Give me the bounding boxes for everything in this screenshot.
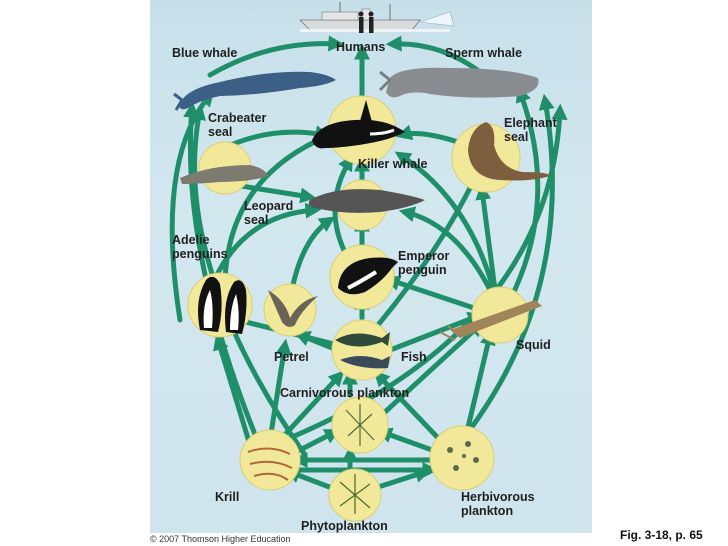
label-herbivorous-plankton: Herbivorous plankton xyxy=(461,490,535,518)
blue-whale-icon xyxy=(173,71,336,111)
figure-reference: Fig. 3-18, p. 65 xyxy=(620,528,703,542)
arrow xyxy=(395,124,461,145)
label-killer-whale: Killer whale xyxy=(358,157,428,171)
arrow xyxy=(507,85,541,303)
arrow xyxy=(190,103,308,458)
food-web-panel: Humans Blue whale Sperm whale Crabeater … xyxy=(150,0,592,533)
petrel-icon xyxy=(268,290,318,327)
arrow xyxy=(475,183,498,293)
krill-icon xyxy=(247,447,293,481)
arrow xyxy=(373,370,443,443)
copyright-text: © 2007 Thomson Higher Education xyxy=(150,534,291,544)
krill-node xyxy=(239,429,301,491)
feeding-arrows xyxy=(169,35,568,491)
arrow xyxy=(375,172,478,328)
arrow xyxy=(372,467,432,491)
label-fish: Fish xyxy=(401,350,427,364)
squid-icon xyxy=(439,300,542,341)
label-blue-whale: Blue whale xyxy=(172,46,238,60)
arrow xyxy=(383,275,483,313)
elephant-seal-icon xyxy=(468,122,550,181)
label-emperor-penguin: Emperor penguin xyxy=(398,249,450,277)
label-elephant-seal: Elephant seal xyxy=(504,116,557,144)
label-sperm-whale: Sperm whale xyxy=(445,46,523,60)
killer-whale-icon xyxy=(312,100,405,149)
leopard-seal-icon xyxy=(308,189,425,213)
humans-icon xyxy=(358,11,374,33)
arrow xyxy=(267,338,292,443)
arrow xyxy=(447,93,555,458)
fish-icon xyxy=(335,332,390,369)
arrow xyxy=(183,101,261,445)
emperor-penguin-icon xyxy=(338,257,398,295)
label-humans: Humans xyxy=(336,40,386,54)
label-krill: Krill xyxy=(215,490,240,504)
arrow xyxy=(284,467,335,491)
arrow xyxy=(385,35,483,75)
herbivorous-plankton-icon xyxy=(447,441,479,471)
arrow xyxy=(382,312,484,355)
arrow xyxy=(222,131,336,303)
adelie-penguins-icon xyxy=(198,276,247,334)
crabeater-seal-icon xyxy=(180,165,268,184)
arrow xyxy=(232,182,317,204)
label-squid: Squid xyxy=(516,338,551,352)
label-phytoplankton: Phytoplankton xyxy=(301,519,388,533)
phytoplankton-icon xyxy=(339,474,371,514)
label-petrel: Petrel xyxy=(274,350,309,364)
petrel-node xyxy=(263,283,317,337)
label-crabeater-seal: Crabeater seal xyxy=(208,111,267,139)
ship-icon xyxy=(299,2,455,32)
carnivorous-plankton-icon xyxy=(345,404,375,446)
label-carnivorous-plankton: Carnivorous plankton xyxy=(280,386,410,400)
arrow xyxy=(277,370,345,443)
fish-node xyxy=(331,319,393,381)
arrow xyxy=(207,35,345,78)
arrow xyxy=(398,206,498,303)
arrow xyxy=(297,429,341,453)
label-leopard-seal: Leopard seal xyxy=(244,199,294,227)
sperm-whale-icon xyxy=(378,67,539,98)
food-web-diagram xyxy=(169,2,568,522)
arrow xyxy=(375,427,435,453)
herbivorous-plankton-node xyxy=(429,425,495,491)
arrow xyxy=(462,328,496,443)
label-adelie-penguins: Adelie penguins xyxy=(172,233,228,261)
arrow xyxy=(213,333,253,448)
